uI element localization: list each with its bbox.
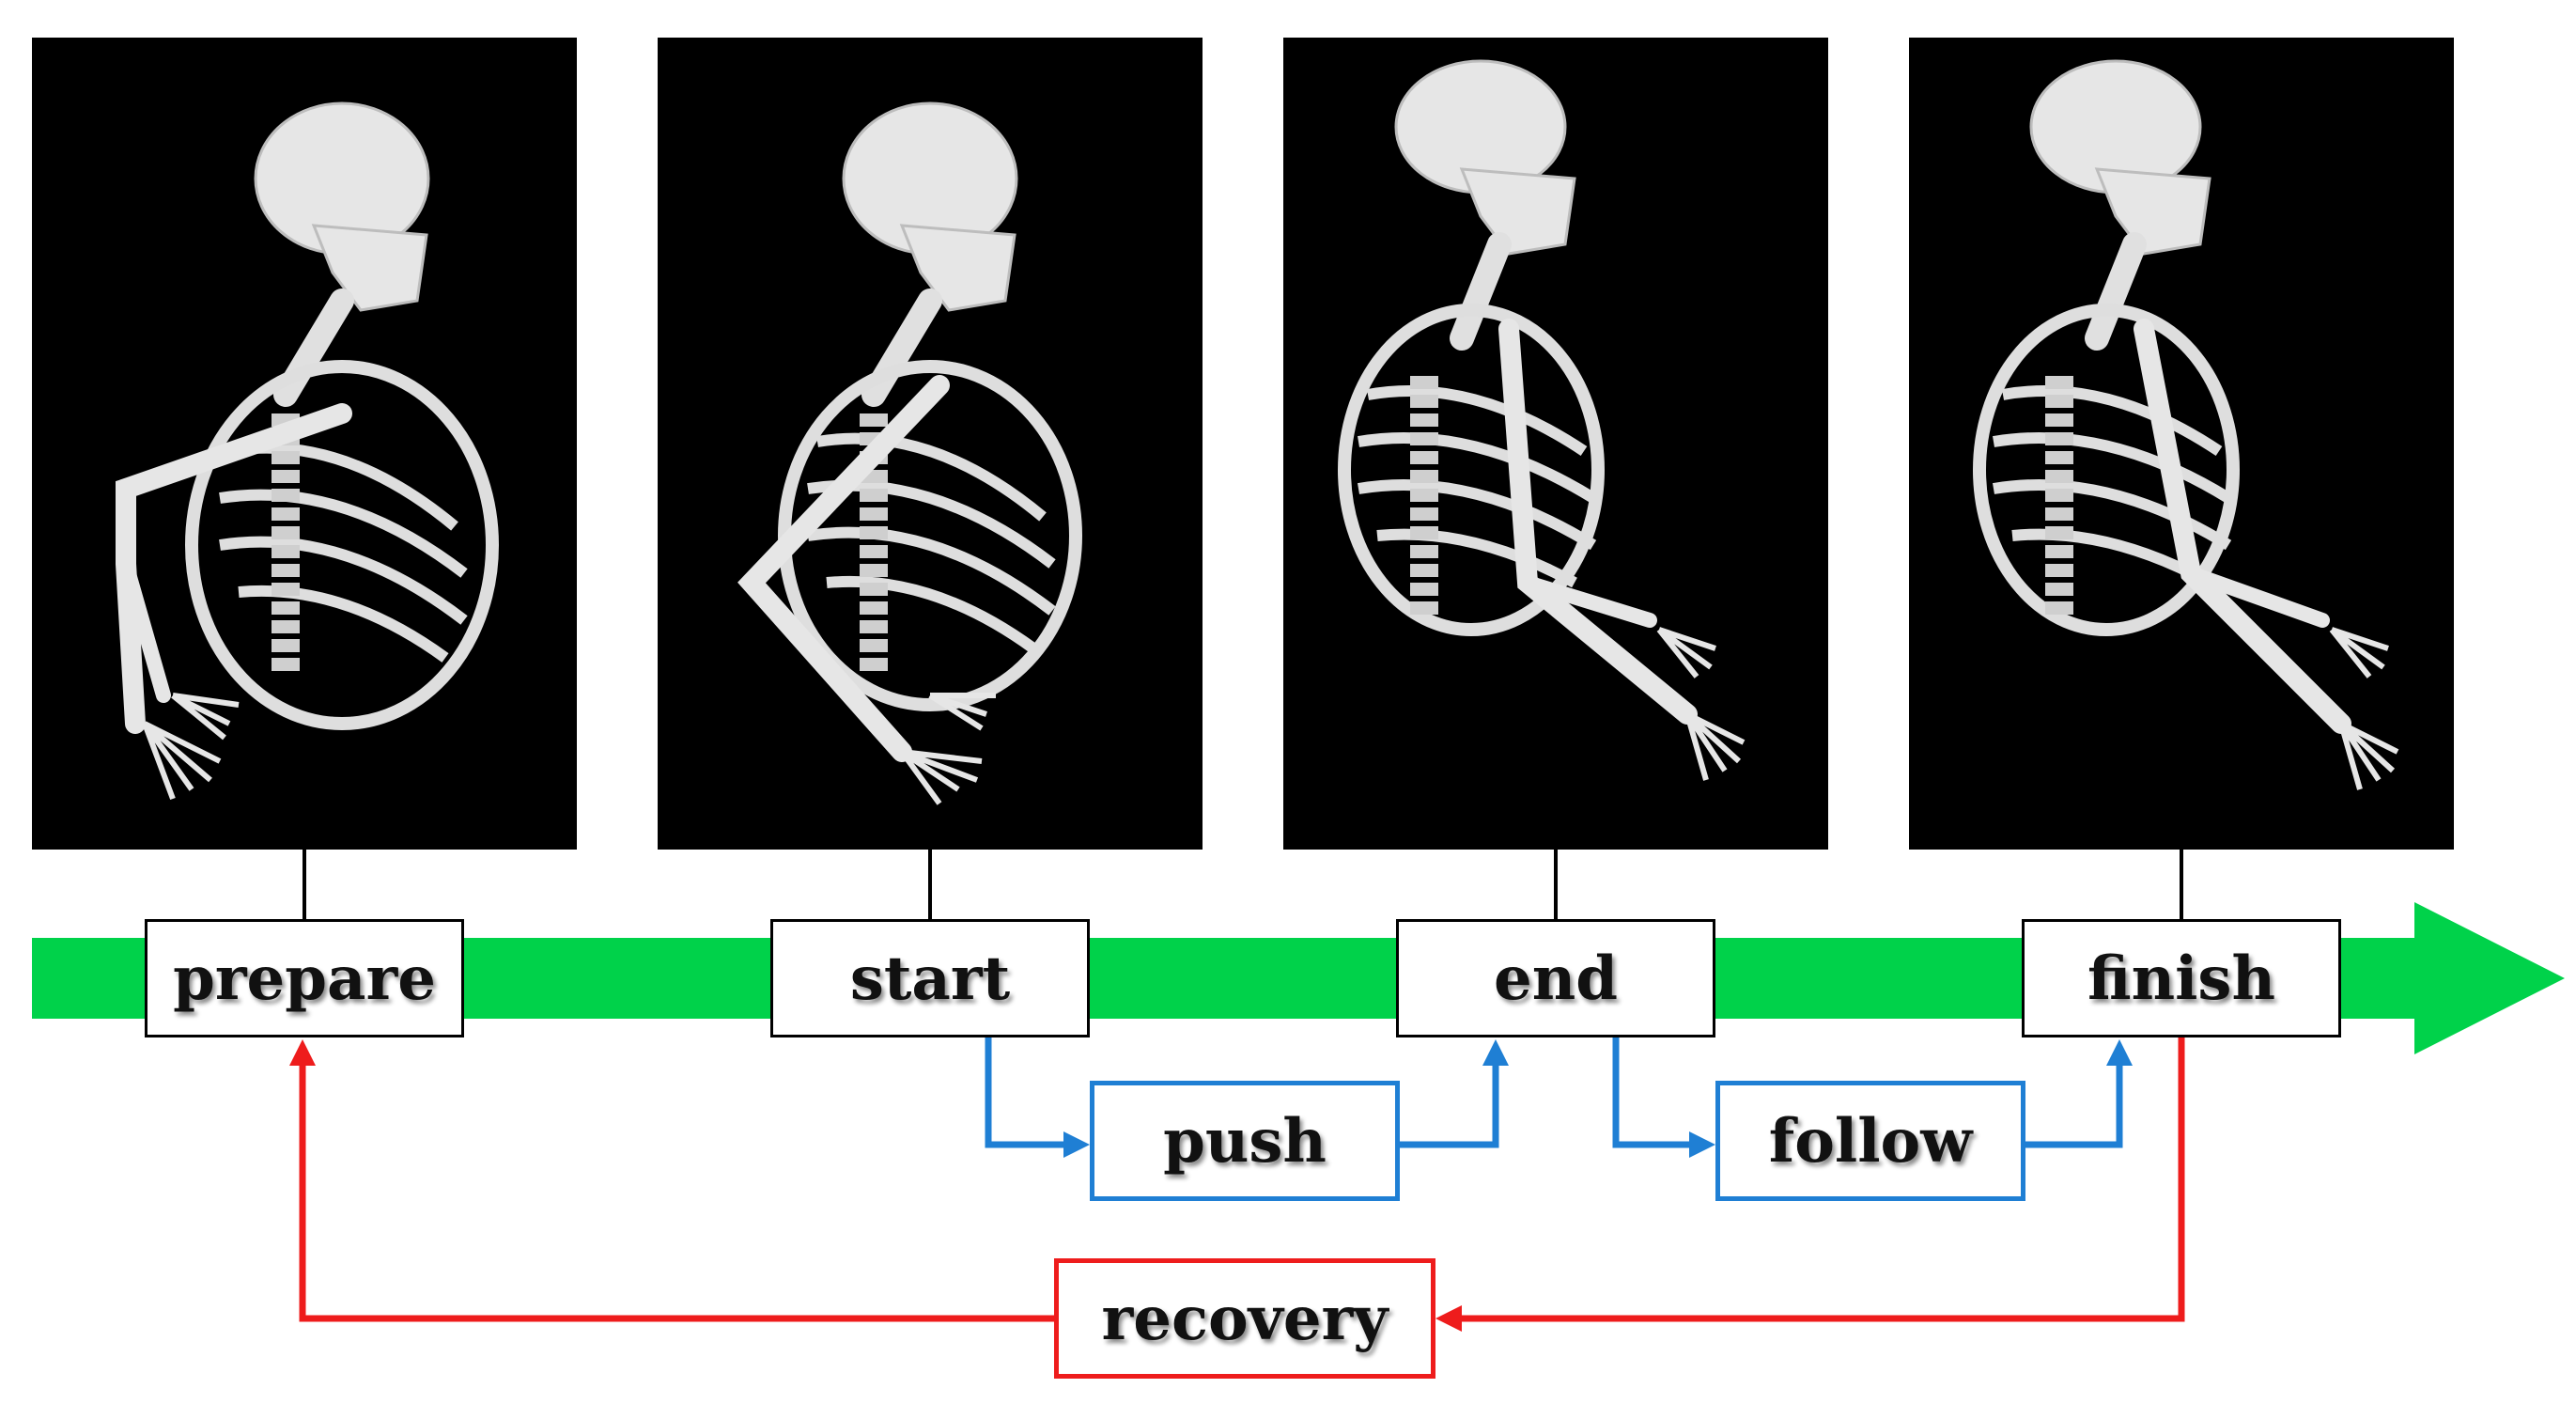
stage-prepare: prepare bbox=[145, 919, 464, 1037]
connector-end bbox=[1554, 850, 1558, 919]
panel-finish bbox=[1909, 38, 2454, 850]
stage-start: start bbox=[770, 919, 1090, 1037]
timeline-arrow bbox=[32, 902, 2565, 1054]
push-to-end-arrowhead bbox=[1482, 1039, 1509, 1066]
follow-to-finish-line bbox=[2025, 1058, 2123, 1148]
skeleton-start-image bbox=[737, 101, 1082, 805]
start-to-push-arrowhead bbox=[1063, 1131, 1090, 1158]
connector-prepare bbox=[303, 850, 306, 919]
panel-start bbox=[658, 38, 1203, 850]
end-to-follow-line bbox=[1612, 1037, 1697, 1148]
skeleton-finish-image bbox=[1973, 59, 2399, 790]
panel-end bbox=[1283, 38, 1828, 850]
finish-to-recovery-line bbox=[1454, 1037, 2185, 1322]
transition-follow: follow bbox=[1715, 1081, 2025, 1201]
recovery-to-prepare-line bbox=[299, 1058, 1054, 1322]
transition-recovery: recovery bbox=[1054, 1258, 1435, 1379]
connector-start bbox=[928, 850, 932, 919]
recovery-to-prepare-arrowhead bbox=[289, 1039, 316, 1066]
start-to-push-line bbox=[985, 1037, 1071, 1148]
end-to-follow-arrowhead bbox=[1689, 1131, 1715, 1158]
transition-push: push bbox=[1090, 1081, 1400, 1201]
stage-end: end bbox=[1396, 919, 1715, 1037]
finish-to-recovery-arrowhead bbox=[1435, 1305, 1462, 1332]
follow-to-finish-arrowhead bbox=[2106, 1039, 2133, 1066]
stage-finish: finish bbox=[2022, 919, 2341, 1037]
connector-finish bbox=[2180, 850, 2183, 919]
skeleton-prepare-image bbox=[116, 101, 499, 801]
skeleton-end-image bbox=[1338, 59, 1746, 781]
push-to-end-line bbox=[1400, 1058, 1499, 1148]
panel-prepare bbox=[32, 38, 577, 850]
